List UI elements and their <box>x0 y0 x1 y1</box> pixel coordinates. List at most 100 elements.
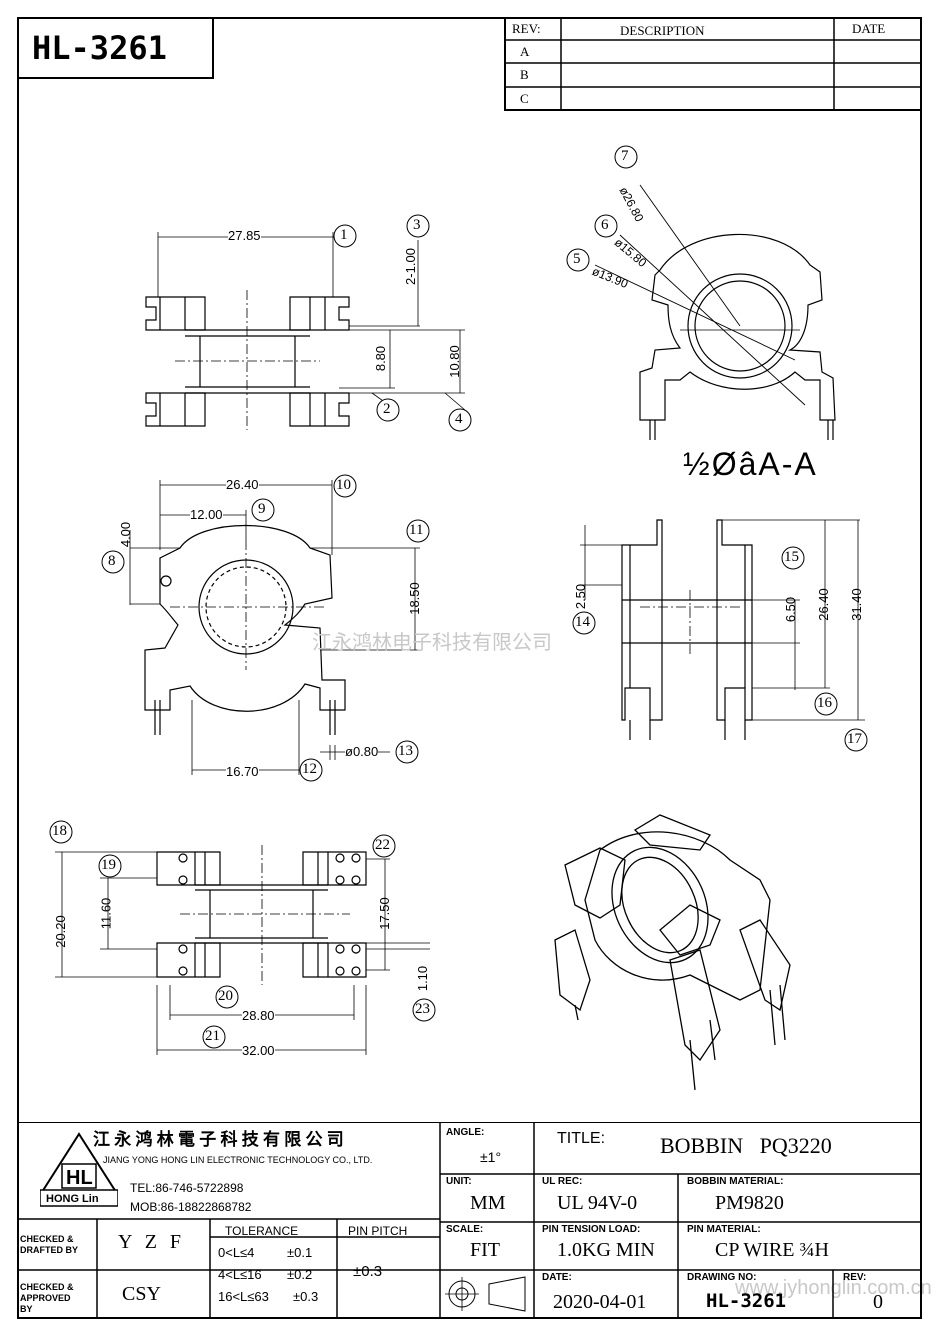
section-view <box>594 184 836 440</box>
dim-bottom-w2: 32.00 <box>242 1043 275 1058</box>
revision-table <box>504 17 922 111</box>
dim-bottom-h3: 17.50 <box>376 897 392 930</box>
front-view <box>145 232 466 430</box>
dim-bottom-w1: 28.80 <box>242 1008 275 1023</box>
tol-range-2: 16<L≤63 <box>218 1289 269 1304</box>
rev-value: 0 <box>873 1291 883 1313</box>
balloon-23: 23 <box>415 1001 430 1017</box>
balloon-4: 4 <box>455 411 463 427</box>
balloon-21: 21 <box>205 1028 220 1044</box>
dim-top-pindia: ø0.80 <box>345 744 379 759</box>
balloon-17: 17 <box>847 731 862 747</box>
balloon-11: 11 <box>409 522 424 538</box>
balloon-3: 3 <box>413 217 421 233</box>
company-logo: HL HONG Lin <box>40 1132 118 1207</box>
title-value: BOBBIN PQ3220 <box>660 1133 832 1158</box>
balloon-20: 20 <box>218 988 233 1004</box>
balloon-10: 10 <box>336 477 351 493</box>
date-label: DATE: <box>542 1272 572 1283</box>
balloon-5: 5 <box>573 251 581 267</box>
balloon-19: 19 <box>101 857 116 873</box>
rev-header: REV: <box>512 21 541 36</box>
checked-approved-value: CSY <box>122 1283 161 1305</box>
logo-text: HL <box>66 1167 93 1189</box>
dim-side-d2: 6.50 <box>783 596 799 623</box>
company-name-cn: 江 永 鸿 林 電 子 科 技 有 限 公 司 <box>93 1130 344 1149</box>
revision-table-grid <box>504 17 922 111</box>
balloon-18: 18 <box>52 823 67 839</box>
pin-tension-label: PIN TENSION LOAD: <box>542 1224 641 1235</box>
dim-side-d3: 26.40 <box>815 588 831 621</box>
dim-top-width: 26.40 <box>226 477 259 492</box>
dim-front-winding: 8.80 <box>373 345 389 372</box>
tolerance-label: TOLERANCE <box>225 1224 299 1238</box>
company-name-en: JIANG YONG HONG LIN ELECTRONIC TECHNOLOG… <box>103 1155 373 1165</box>
scale-value: FIT <box>470 1239 500 1261</box>
angle-value: ±1° <box>480 1149 502 1165</box>
scale-label: SCALE: <box>446 1224 484 1235</box>
balloon-16: 16 <box>817 695 832 711</box>
bobbin-material-label: BOBBIN MATERIAL: <box>687 1176 784 1187</box>
dim-bottom-h2: 11.60 <box>98 897 114 930</box>
dim-bottom-h1: 20.20 <box>52 915 68 948</box>
balloon-14: 14 <box>575 614 590 630</box>
checked-approved-label: CHECKED & APPROVED BY <box>20 1282 74 1314</box>
company-tel: TEL:86-746-5722898 <box>130 1181 244 1195</box>
company-mob: MOB:86-18822868782 <box>130 1200 252 1214</box>
dim-side-d1: 2.50 <box>573 583 589 610</box>
drawing-views <box>55 184 865 1091</box>
top-view <box>129 480 420 775</box>
balloon-12: 12 <box>302 761 317 777</box>
date-header: DATE <box>852 21 886 36</box>
drawing-frame <box>17 17 922 1319</box>
balloon-22: 22 <box>375 837 390 853</box>
isometric-view <box>554 814 791 1091</box>
description-header: DESCRIPTION <box>620 23 705 38</box>
logo-sub: HONG Lin <box>46 1193 99 1205</box>
drawing-no-label: DRAWING NO: <box>687 1272 757 1283</box>
side-view <box>580 519 865 740</box>
dim-top-notch: 4.00 <box>118 521 134 548</box>
balloon-15: 15 <box>784 549 799 565</box>
balloons-layer <box>49 145 868 1049</box>
dim-top-offset: 12.00 <box>190 507 223 522</box>
tol-value-2: ±0.3 <box>293 1289 319 1304</box>
title-label: TITLE: <box>557 1130 606 1147</box>
pin-pitch-value: ±0.3 <box>353 1263 383 1280</box>
pin-material-label: PIN MATERIAL: <box>687 1224 761 1235</box>
title-block-grid <box>17 1122 922 1319</box>
drawing-no-value: HL-3261 <box>706 1290 787 1312</box>
tol-range-1: 4<L≤16 <box>218 1267 262 1282</box>
ul-label: UL REC: <box>542 1176 583 1187</box>
balloon-1: 1 <box>340 227 348 243</box>
ul-value: UL 94V-0 <box>557 1192 638 1214</box>
date-value: 2020-04-01 <box>553 1291 647 1313</box>
pin-tension-value: 1.0KG MIN <box>557 1239 655 1261</box>
part-number-box <box>17 17 214 79</box>
rev-label: REV: <box>843 1272 867 1283</box>
part-number: HL-3261 <box>32 29 167 67</box>
balloon-7: 7 <box>621 148 629 164</box>
dim-front-slot: 2-1.00 <box>402 248 418 285</box>
tol-range-0: 0<L≤4 <box>218 1245 255 1260</box>
bobbin-material-value: PM9820 <box>715 1192 784 1214</box>
rev-row-a: A <box>520 44 530 59</box>
dim-side-d4: 31.40 <box>848 588 864 621</box>
angle-label: ANGLE: <box>446 1127 485 1138</box>
balloon-13: 13 <box>398 743 413 759</box>
pin-material-value: CP WIRE ¾H <box>715 1239 829 1261</box>
checked-drafted-value: Y Z F <box>118 1231 186 1253</box>
balloon-6: 6 <box>601 217 609 233</box>
dim-top-height: 18.50 <box>406 582 422 615</box>
unit-value: MM <box>470 1192 506 1214</box>
balloon-2: 2 <box>383 401 391 417</box>
balloon-8: 8 <box>108 553 116 569</box>
balloon-9: 9 <box>258 501 266 517</box>
dim-front-width: 27.85 <box>228 228 261 243</box>
dim-bottom-h4: 1.10 <box>415 965 431 992</box>
rev-row-b: B <box>520 67 529 82</box>
dim-front-overall: 10.80 <box>446 345 462 378</box>
dim-top-pinspan: 16.70 <box>226 764 259 779</box>
checked-drafted-label: CHECKED & DRAFTED BY <box>20 1234 78 1255</box>
tol-value-1: ±0.2 <box>287 1267 313 1282</box>
